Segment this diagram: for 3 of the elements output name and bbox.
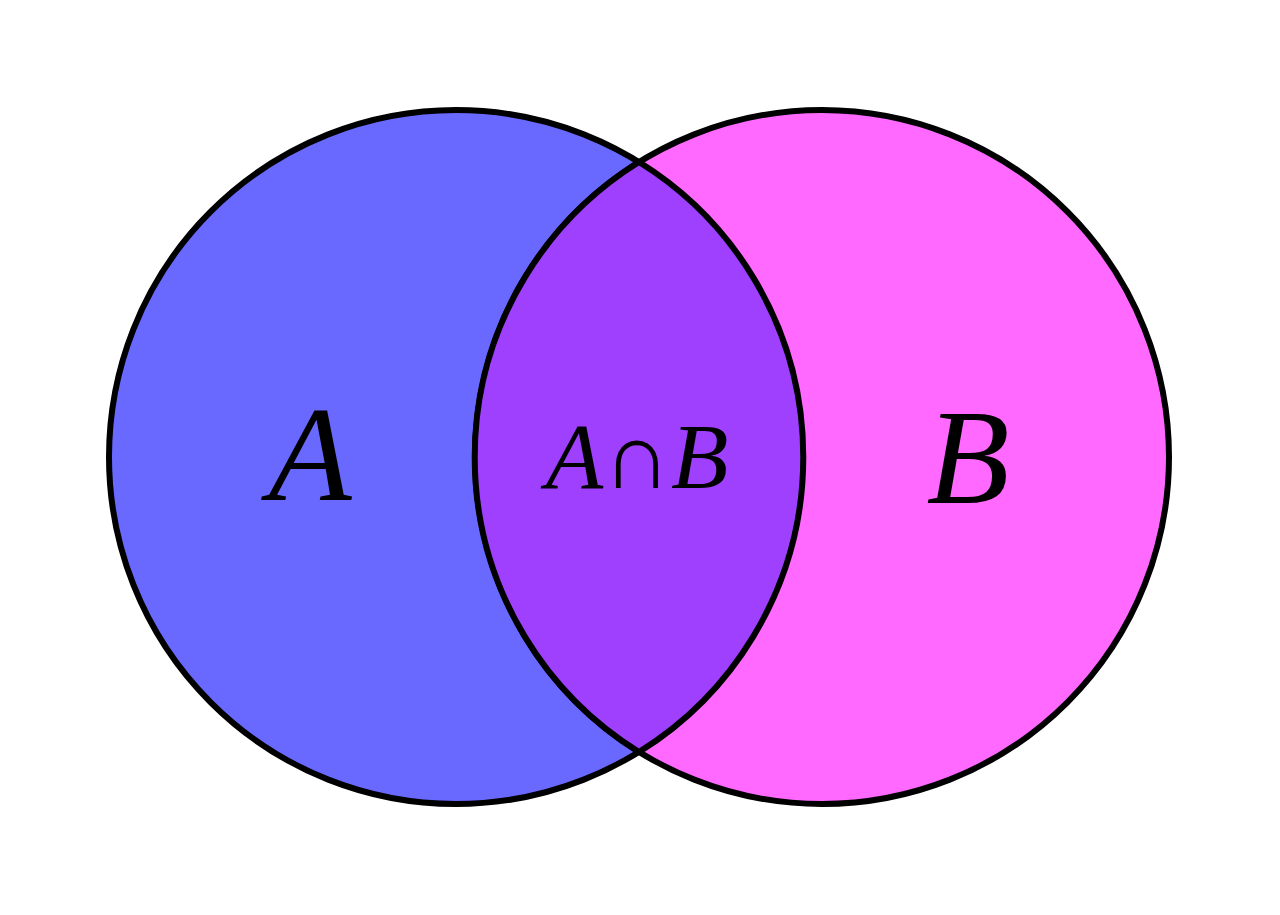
intersection-label: A∩B [528, 400, 746, 512]
set-label: B [925, 381, 1011, 535]
set-label: A [244, 374, 376, 536]
